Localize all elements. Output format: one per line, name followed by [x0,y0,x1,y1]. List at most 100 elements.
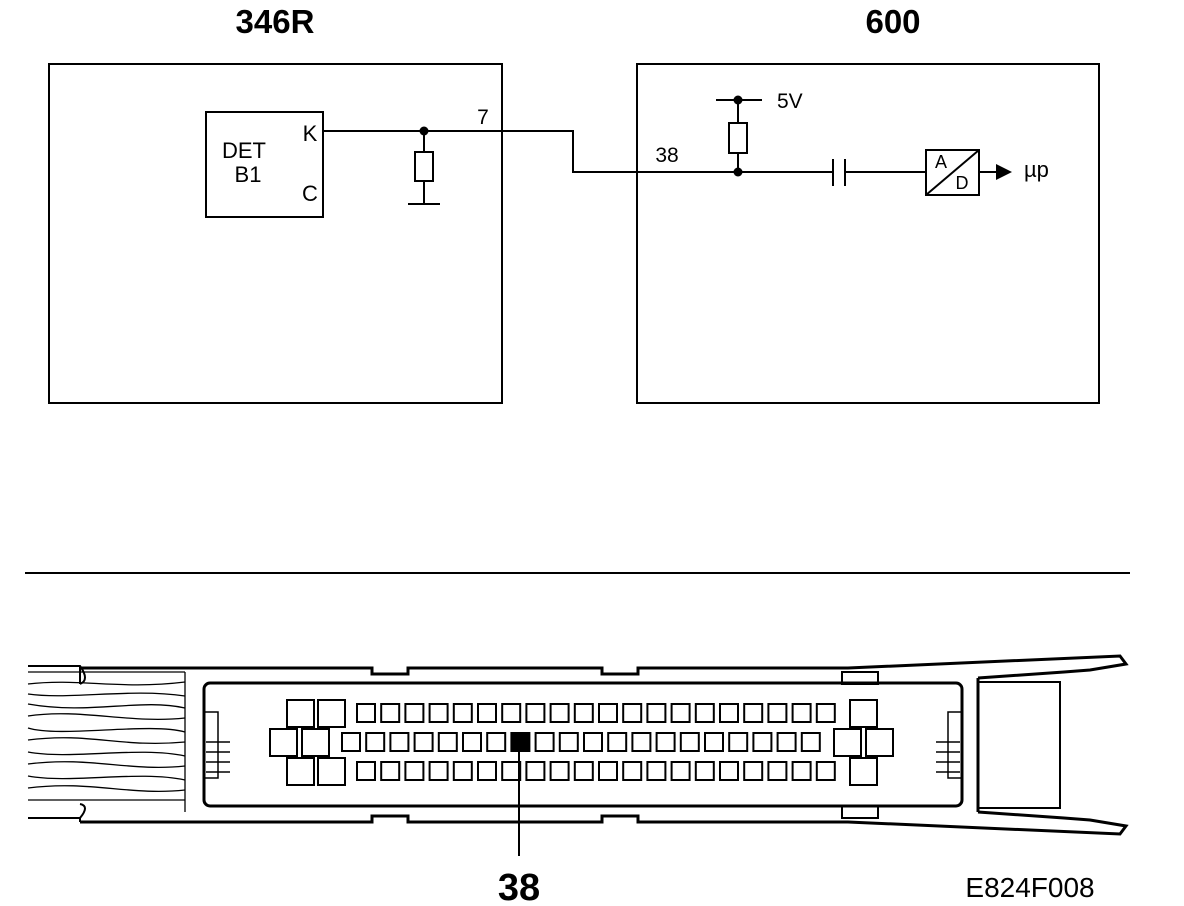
pin-cavity [622,761,643,781]
pin-cavity [558,732,579,752]
detector-label-b1: B1 [235,162,262,187]
pin-cavity [428,761,449,781]
module-346r-title: 346R [236,3,315,40]
pin-label-7: 7 [477,106,489,129]
large-pin-cavity [865,728,894,757]
wire-bundle [27,671,186,812]
pin-cavity [646,761,667,781]
pin-cavity [631,732,652,752]
connector-side-slots [204,711,962,779]
pin-cavity [622,703,643,723]
pin-cavity [655,732,676,752]
pin-cavity [670,703,691,723]
pin-cavity [815,703,836,723]
pin-cavity [743,761,764,781]
pin-cavity [452,703,473,723]
pin-cavity [404,703,425,723]
pin-cavity [791,703,812,723]
large-pin-cavity [849,699,878,728]
pin-cavity [670,761,691,781]
pin-cavity [501,703,522,723]
pin-cavity [365,732,386,752]
pin-cavity [776,732,797,752]
pin-cavity [743,703,764,723]
pin-cavity [525,761,546,781]
pin-cavity [534,732,555,752]
pin-cavity [598,703,618,723]
ad-label-a: A [935,152,947,172]
pullup-resistor [728,122,748,154]
ad-converter: A D [925,149,980,196]
supply-label-5v: 5V [777,90,803,113]
pin-cavity [549,703,570,723]
highlighted-pin-number: 38 [498,867,540,906]
pin-cavity [404,761,425,781]
detector-pin-k: K [303,121,318,146]
pin-cavity [646,703,667,723]
pin-cavity [428,703,449,723]
pin-cavity [389,732,410,752]
module-600-title: 600 [865,3,920,40]
pin-label-38: 38 [655,144,678,167]
large-pin-cavity [286,757,315,786]
pin-cavity [380,703,401,723]
pin-cavity [486,732,507,752]
pin-cavity [607,732,628,752]
pin-cavity [728,732,749,752]
pin-cavity [501,761,522,781]
pin-cavity [791,761,812,781]
large-pin-cavity [317,757,346,786]
pin-cavity [815,761,836,781]
large-pin-cavity [286,699,315,728]
pin-cavity [704,732,724,752]
figure-id: E824F008 [965,872,1094,903]
pin-cavity [380,761,401,781]
pin-cavity [437,732,458,752]
pin-cavity [573,761,594,781]
pin-cavity [767,761,788,781]
detector-pin-c: C [302,181,318,206]
pin-cavity [752,732,773,752]
pin-cavity [477,761,497,781]
pin-cavity [573,703,594,723]
large-pin-cavity [301,728,330,757]
pin-cavity [598,761,618,781]
microprocessor-label: µp [1024,157,1049,182]
pin-cavity [413,732,434,752]
pin-cavity [341,732,361,752]
large-pin-cavity [849,757,878,786]
detector-label-det: DET [222,138,266,163]
detector-b1: DET B1 K C [205,111,324,218]
pin-cavity [694,761,715,781]
pin-cavity [719,761,739,781]
pin-grid [269,699,894,786]
pin-cavity [800,732,821,752]
pin-cavity [356,761,376,781]
pin-cavity [525,703,546,723]
pin-cavity [694,703,715,723]
large-pin-cavity [833,728,862,757]
large-pin-cavity [317,699,346,728]
pullup-circuit [716,95,762,177]
pin-cavity [452,761,473,781]
pin-cavity [583,732,603,752]
connector-face [202,681,964,808]
signal-wire [323,126,738,205]
pin-cavity [679,732,700,752]
module-346r-box [48,63,503,404]
coupling-capacitor [738,159,926,186]
highlighted-pin-cavity [510,732,531,752]
pulldown-resistor [414,151,434,182]
pin-cavity [477,703,497,723]
connector-housing [27,654,1129,836]
output-arrow-icon [996,164,1012,180]
large-pin-cavity [269,728,298,757]
module-600-box [636,63,1100,404]
pin-cavity [549,761,570,781]
ad-label-d: D [956,173,969,193]
pin-cavity [462,732,482,752]
pin-cavity [767,703,788,723]
pin-cavity [719,703,739,723]
pin-cavity [356,703,376,723]
